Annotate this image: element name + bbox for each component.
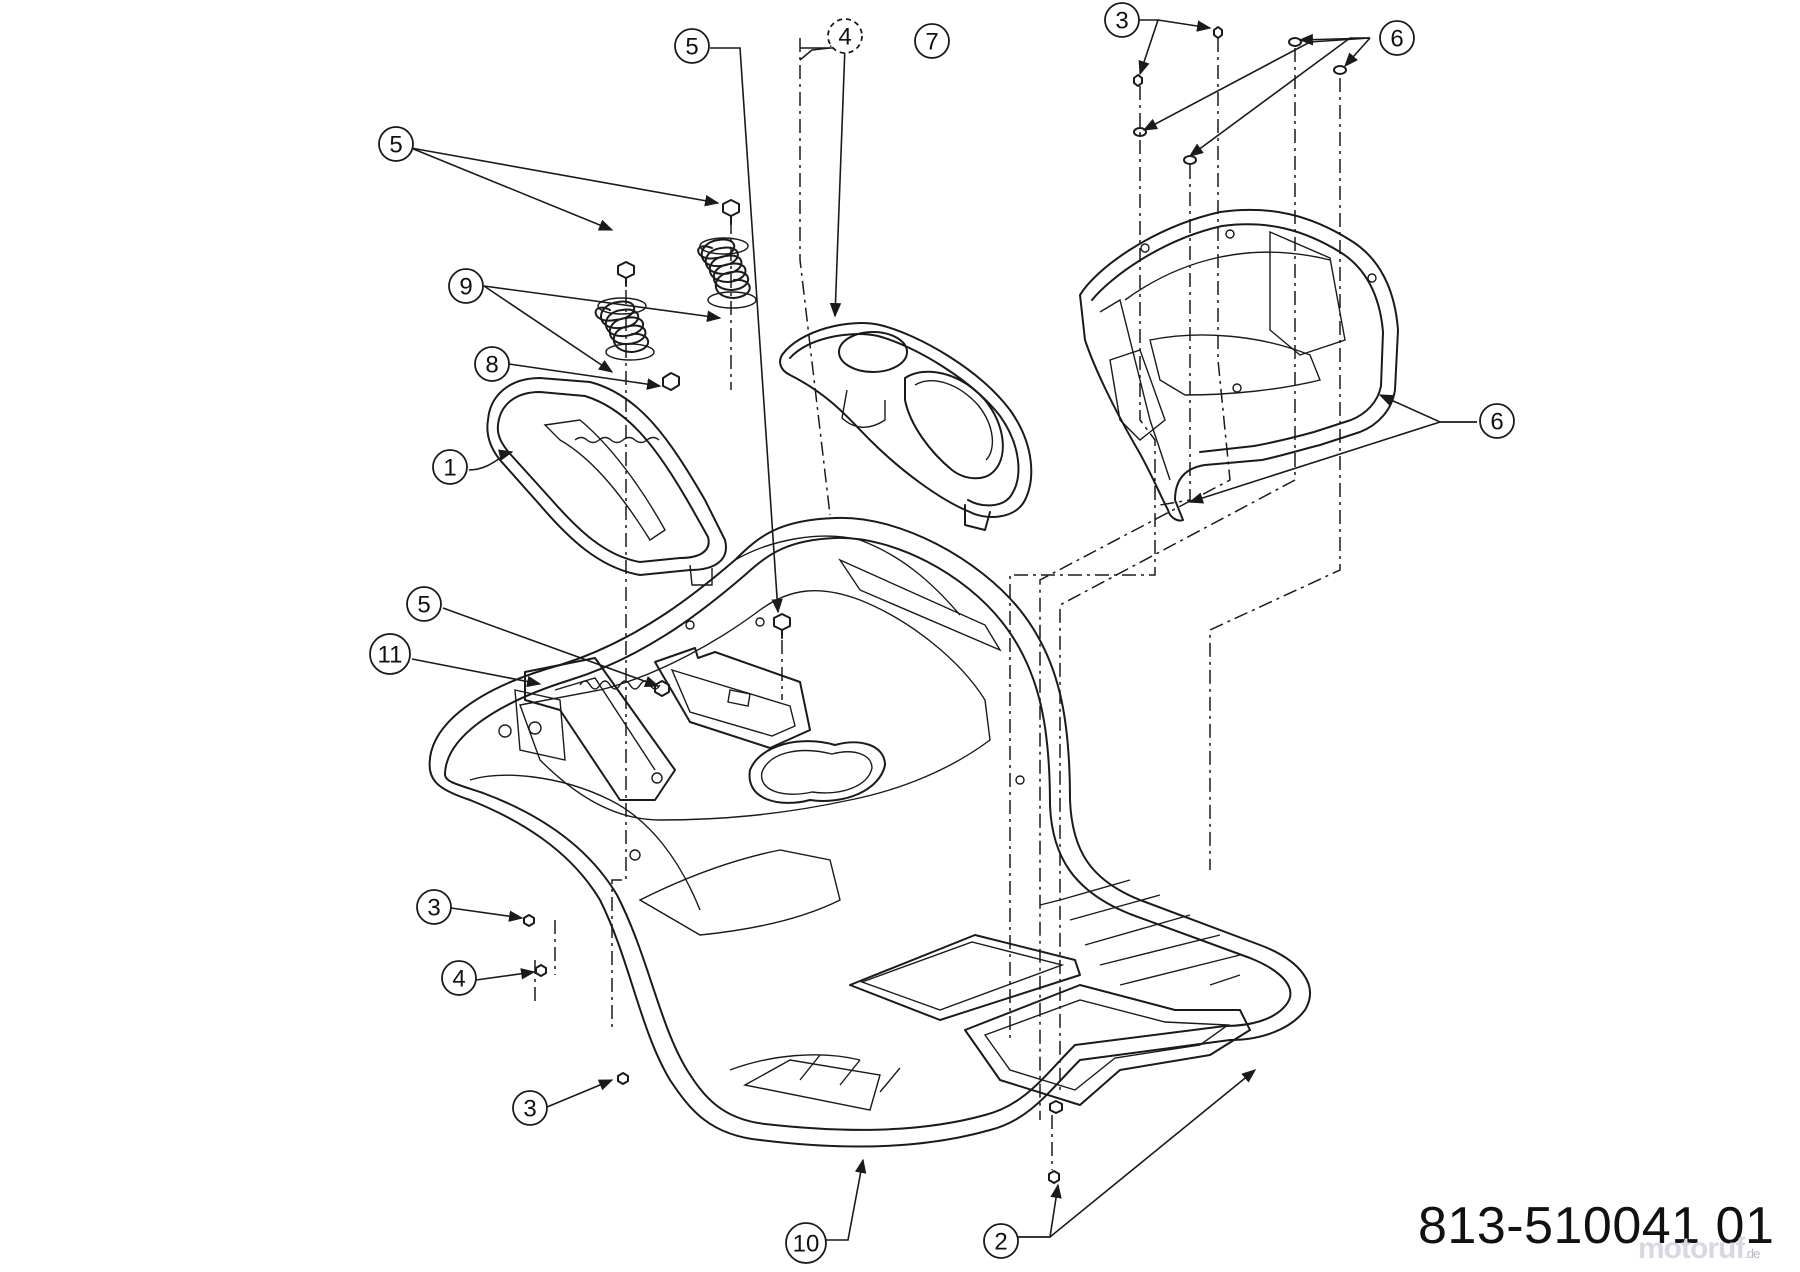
callout-3-left-lower: 3 [512,1090,548,1126]
callout-5-mid: 5 [406,586,442,622]
callout-label: 1 [443,455,456,482]
callout-9: 9 [448,268,484,304]
callout-label: 6 [1490,409,1503,436]
spring-part-9-left [594,297,655,361]
callout-3-left-upper: 3 [416,889,452,925]
callout-2: 2 [983,1223,1019,1259]
callout-8: 8 [474,346,510,382]
callout-label: 2 [994,1229,1007,1256]
callout-4-left: 4 [441,960,477,996]
seat-pan-part-1 [486,377,727,586]
fender-body-part-10 [428,516,1311,1148]
callout-6-top: 6 [1379,20,1415,56]
callout-3-top-right: 3 [1104,2,1140,38]
callout-label: 5 [389,132,402,159]
callout-label: 6 [1390,26,1403,53]
callout-1: 1 [432,449,468,485]
callout-5-top: 5 [674,28,710,64]
fastener-group [523,26,1347,1184]
callout-leaders [410,19,1477,1241]
spring-part-9-right [697,237,757,309]
watermark-logo: motoruf.de [1638,1232,1760,1266]
callout-label: 3 [1115,8,1128,35]
callout-label: 4 [452,966,465,993]
diagram-part-number: 813-510041 01 [1418,1197,1775,1255]
callout-label: 10 [793,1231,820,1258]
callout-label: 4 [838,24,851,51]
rear-panel [1079,208,1399,522]
seat-rail-part-11 [524,657,676,801]
callout-label: 3 [427,895,440,922]
callout-label: 9 [459,274,472,301]
watermark-text: motoruf [1638,1232,1745,1265]
callout-4-top: 4 [827,18,863,54]
callout-label: 11 [378,642,403,669]
callout-label: 7 [925,29,938,56]
callout-label: 8 [485,352,498,379]
console-part-7 [779,322,1033,531]
watermark-suffix: .de [1744,1246,1760,1261]
callout-11: 11 [369,633,411,675]
callout-5-left: 5 [378,126,414,162]
callout-label: 5 [417,592,430,619]
callout-10: 10 [785,1222,827,1264]
callout-label: 3 [523,1096,536,1123]
callout-6-right: 6 [1479,403,1515,439]
callout-7: 7 [914,23,950,59]
callout-label: 5 [685,34,698,61]
